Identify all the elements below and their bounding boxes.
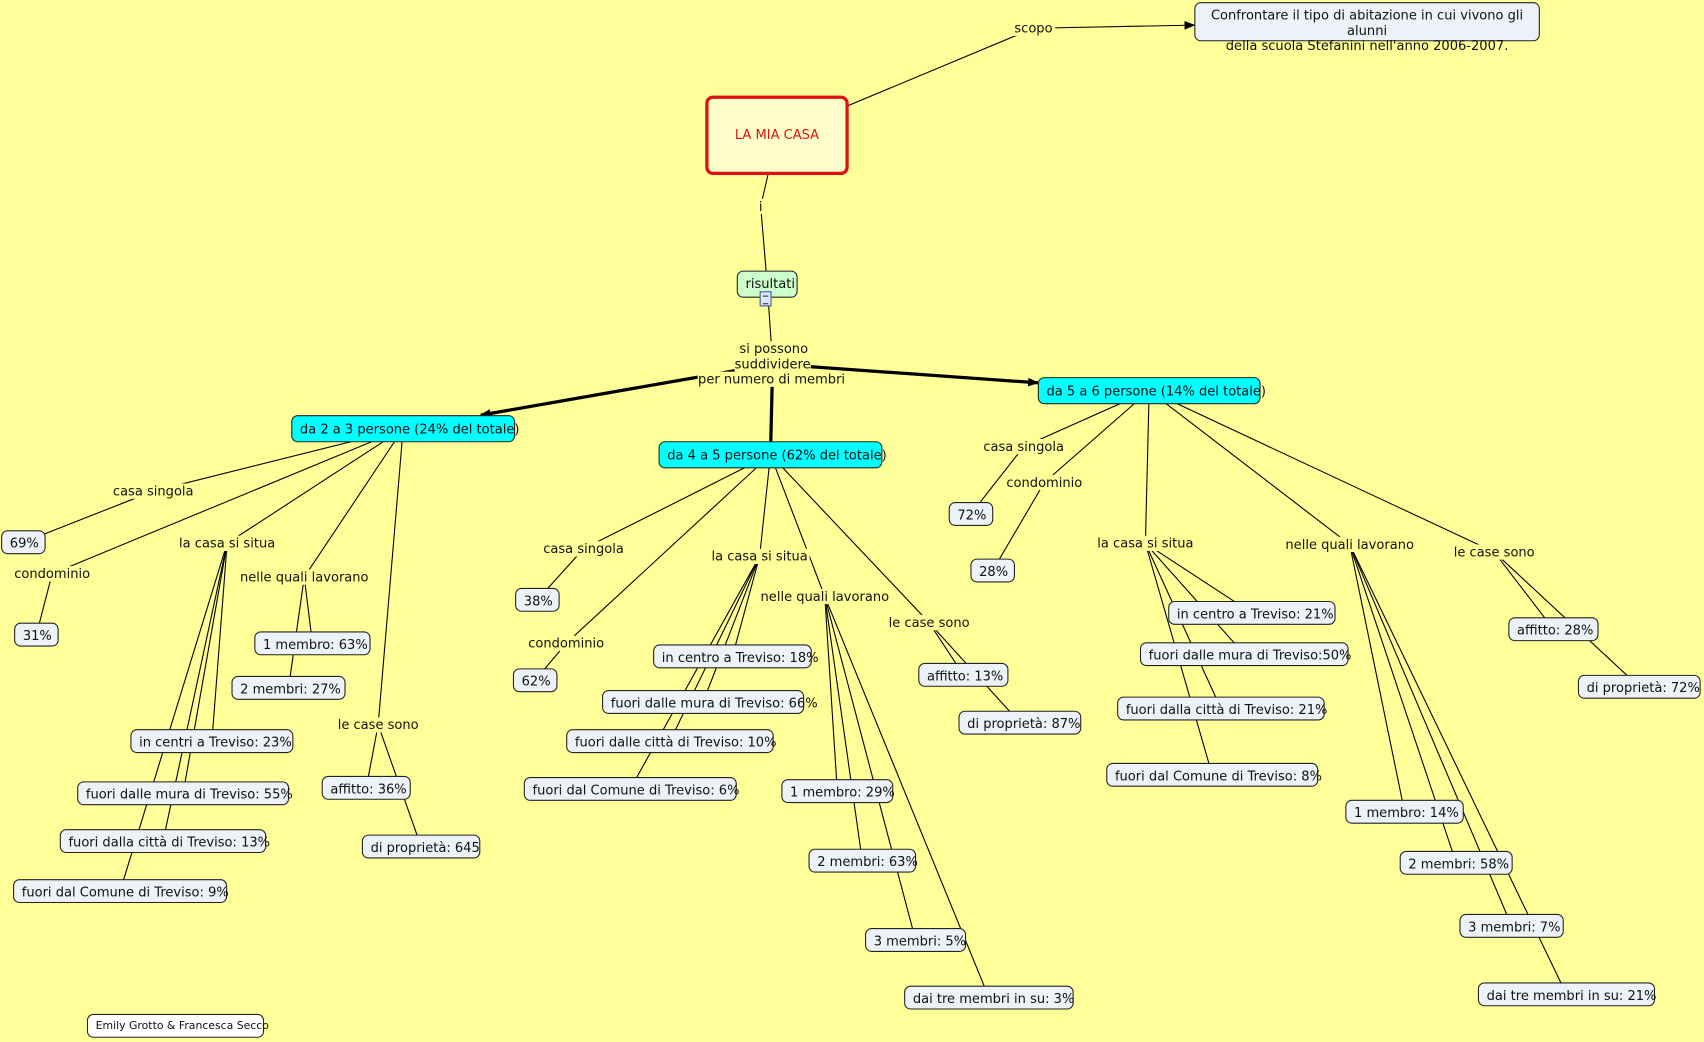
workers-node[interactable]: 3 membri: 7%: [1459, 913, 1564, 938]
connector-line: [1043, 390, 1150, 483]
document-icon[interactable]: [759, 291, 772, 307]
workers-node[interactable]: 2 membri: 27%: [231, 675, 346, 700]
tenure-node[interactable]: affitto: 36%: [321, 775, 411, 800]
connector-line: [824, 596, 863, 861]
link-label-casa-singola: casa singola: [475, 541, 692, 557]
workers-node[interactable]: 2 membri: 63%: [808, 848, 918, 873]
workers-node[interactable]: 3 membri: 5%: [865, 928, 967, 952]
value-casa-singola[interactable]: 69%: [1, 530, 46, 555]
connector-line: [226, 428, 404, 544]
workers-node[interactable]: dai tre membri in su: 3%: [904, 985, 1074, 1010]
location-node[interactable]: fuori dal Comune di Treviso: 9%: [13, 879, 229, 904]
connector-line: [565, 454, 771, 644]
link-label-i: i: [652, 198, 869, 215]
tenure-node[interactable]: di proprietà: 87%: [958, 710, 1082, 735]
link-label-lavorano: nelle quali lavorano: [1241, 536, 1458, 553]
tenure-node[interactable]: di proprietà: 72%: [1577, 674, 1701, 699]
location-node[interactable]: fuori dalle mura di Treviso: 66%: [602, 690, 818, 714]
connector-line: [824, 596, 917, 941]
link-label-situa: la casa si situa: [118, 535, 335, 551]
connector-line: [772, 362, 1039, 387]
tenure-node[interactable]: affitto: 28%: [1508, 617, 1599, 642]
value-condominio[interactable]: 62%: [512, 668, 558, 693]
link-label-casa-singola: casa singola: [915, 439, 1132, 455]
connector-line: [824, 596, 838, 792]
credits-label: Emily Grotto & Francesca Secco: [86, 1013, 269, 1038]
location-node[interactable]: fuori dal Comune di Treviso: 6%: [523, 776, 739, 801]
connector-line: [1349, 544, 1406, 812]
workers-node[interactable]: 1 membro: 29%: [781, 779, 895, 804]
location-node[interactable]: fuori dalla città di Treviso: 13%: [59, 829, 270, 854]
value-condominio[interactable]: 31%: [14, 622, 59, 647]
location-node[interactable]: fuori dalla città di Treviso: 21%: [1117, 696, 1327, 721]
connector-line: [731, 556, 761, 657]
connector-line: [303, 428, 404, 578]
location-node[interactable]: fuori dal Comune di Treviso: 8%: [1106, 762, 1322, 787]
link-label-scopo: scopo: [925, 20, 1142, 36]
link-label-lavorano: nelle quali lavorano: [196, 569, 413, 585]
connector-line: [759, 454, 772, 557]
connector-line: [1493, 551, 1554, 630]
group-4-5-persons[interactable]: da 4 a 5 persone (62% del totale): [658, 441, 887, 469]
link-label-subdivide: si possono suddividere per numero di mem…: [664, 341, 881, 387]
group-2-3-persons[interactable]: da 2 a 3 persone (24% del totale): [291, 415, 519, 443]
location-node[interactable]: fuori dalle mura di Treviso: 55%: [77, 781, 293, 806]
connector-line: [377, 428, 404, 725]
value-casa-singola[interactable]: 38%: [515, 587, 560, 612]
link-label-casa-singola: casa singola: [45, 483, 262, 499]
link-label-case-sono: le case sono: [820, 615, 1037, 631]
workers-node[interactable]: 1 membro: 63%: [254, 631, 371, 656]
root-node[interactable]: LA MIA CASA: [705, 95, 849, 175]
link-label-lavorano: nelle quali lavorano: [716, 588, 933, 605]
workers-node[interactable]: 2 membri: 58%: [1399, 850, 1513, 875]
connector-line: [1144, 390, 1150, 544]
workers-node[interactable]: 1 membro: 14%: [1345, 799, 1464, 824]
group-5-6-persons[interactable]: da 5 a 6 persone (14% del totale): [1037, 377, 1266, 405]
connector-line: [51, 428, 404, 575]
connector-line: [211, 543, 228, 742]
connector-line: [769, 454, 826, 597]
tenure-node[interactable]: di proprietà: 645: [361, 834, 481, 859]
location-node[interactable]: in centro a Treviso: 21%: [1168, 600, 1336, 625]
location-node[interactable]: fuori dalle città di Treviso: 10%: [566, 729, 776, 754]
link-label-condominio: condominio: [458, 635, 675, 651]
connector-line: [1144, 542, 1245, 655]
value-casa-singola[interactable]: 72%: [948, 502, 994, 526]
location-node[interactable]: in centri a Treviso: 23%: [130, 729, 294, 754]
value-condominio[interactable]: 28%: [970, 558, 1015, 583]
link-label-condominio: condominio: [936, 474, 1153, 491]
location-node[interactable]: in centro a Treviso: 18%: [653, 644, 819, 669]
link-label-condominio: condominio: [0, 566, 161, 582]
connector-line: [770, 454, 930, 624]
link-label-situa: la casa si situa: [1037, 535, 1254, 551]
connector-line: [992, 482, 1045, 571]
connector-line: [702, 556, 761, 703]
connector-line: [1033, 20, 1196, 30]
link-label-case-sono: le case sono: [270, 717, 487, 733]
link-label-case-sono: le case sono: [1386, 544, 1603, 560]
connector-line: [1144, 543, 1222, 709]
connector-line: [1148, 390, 1351, 545]
connector-line: [583, 454, 771, 550]
purpose-node[interactable]: Confrontare il tipo di abitazione in cui…: [1194, 2, 1540, 53]
tenure-node[interactable]: affitto: 13%: [918, 662, 1009, 687]
location-node[interactable]: fuori dalle mura di Treviso:50%: [1139, 642, 1351, 667]
connector-line: [1148, 390, 1495, 553]
workers-node[interactable]: dai tre membri in su: 21%: [1477, 982, 1656, 1007]
link-label-situa: la casa si situa: [651, 548, 868, 564]
